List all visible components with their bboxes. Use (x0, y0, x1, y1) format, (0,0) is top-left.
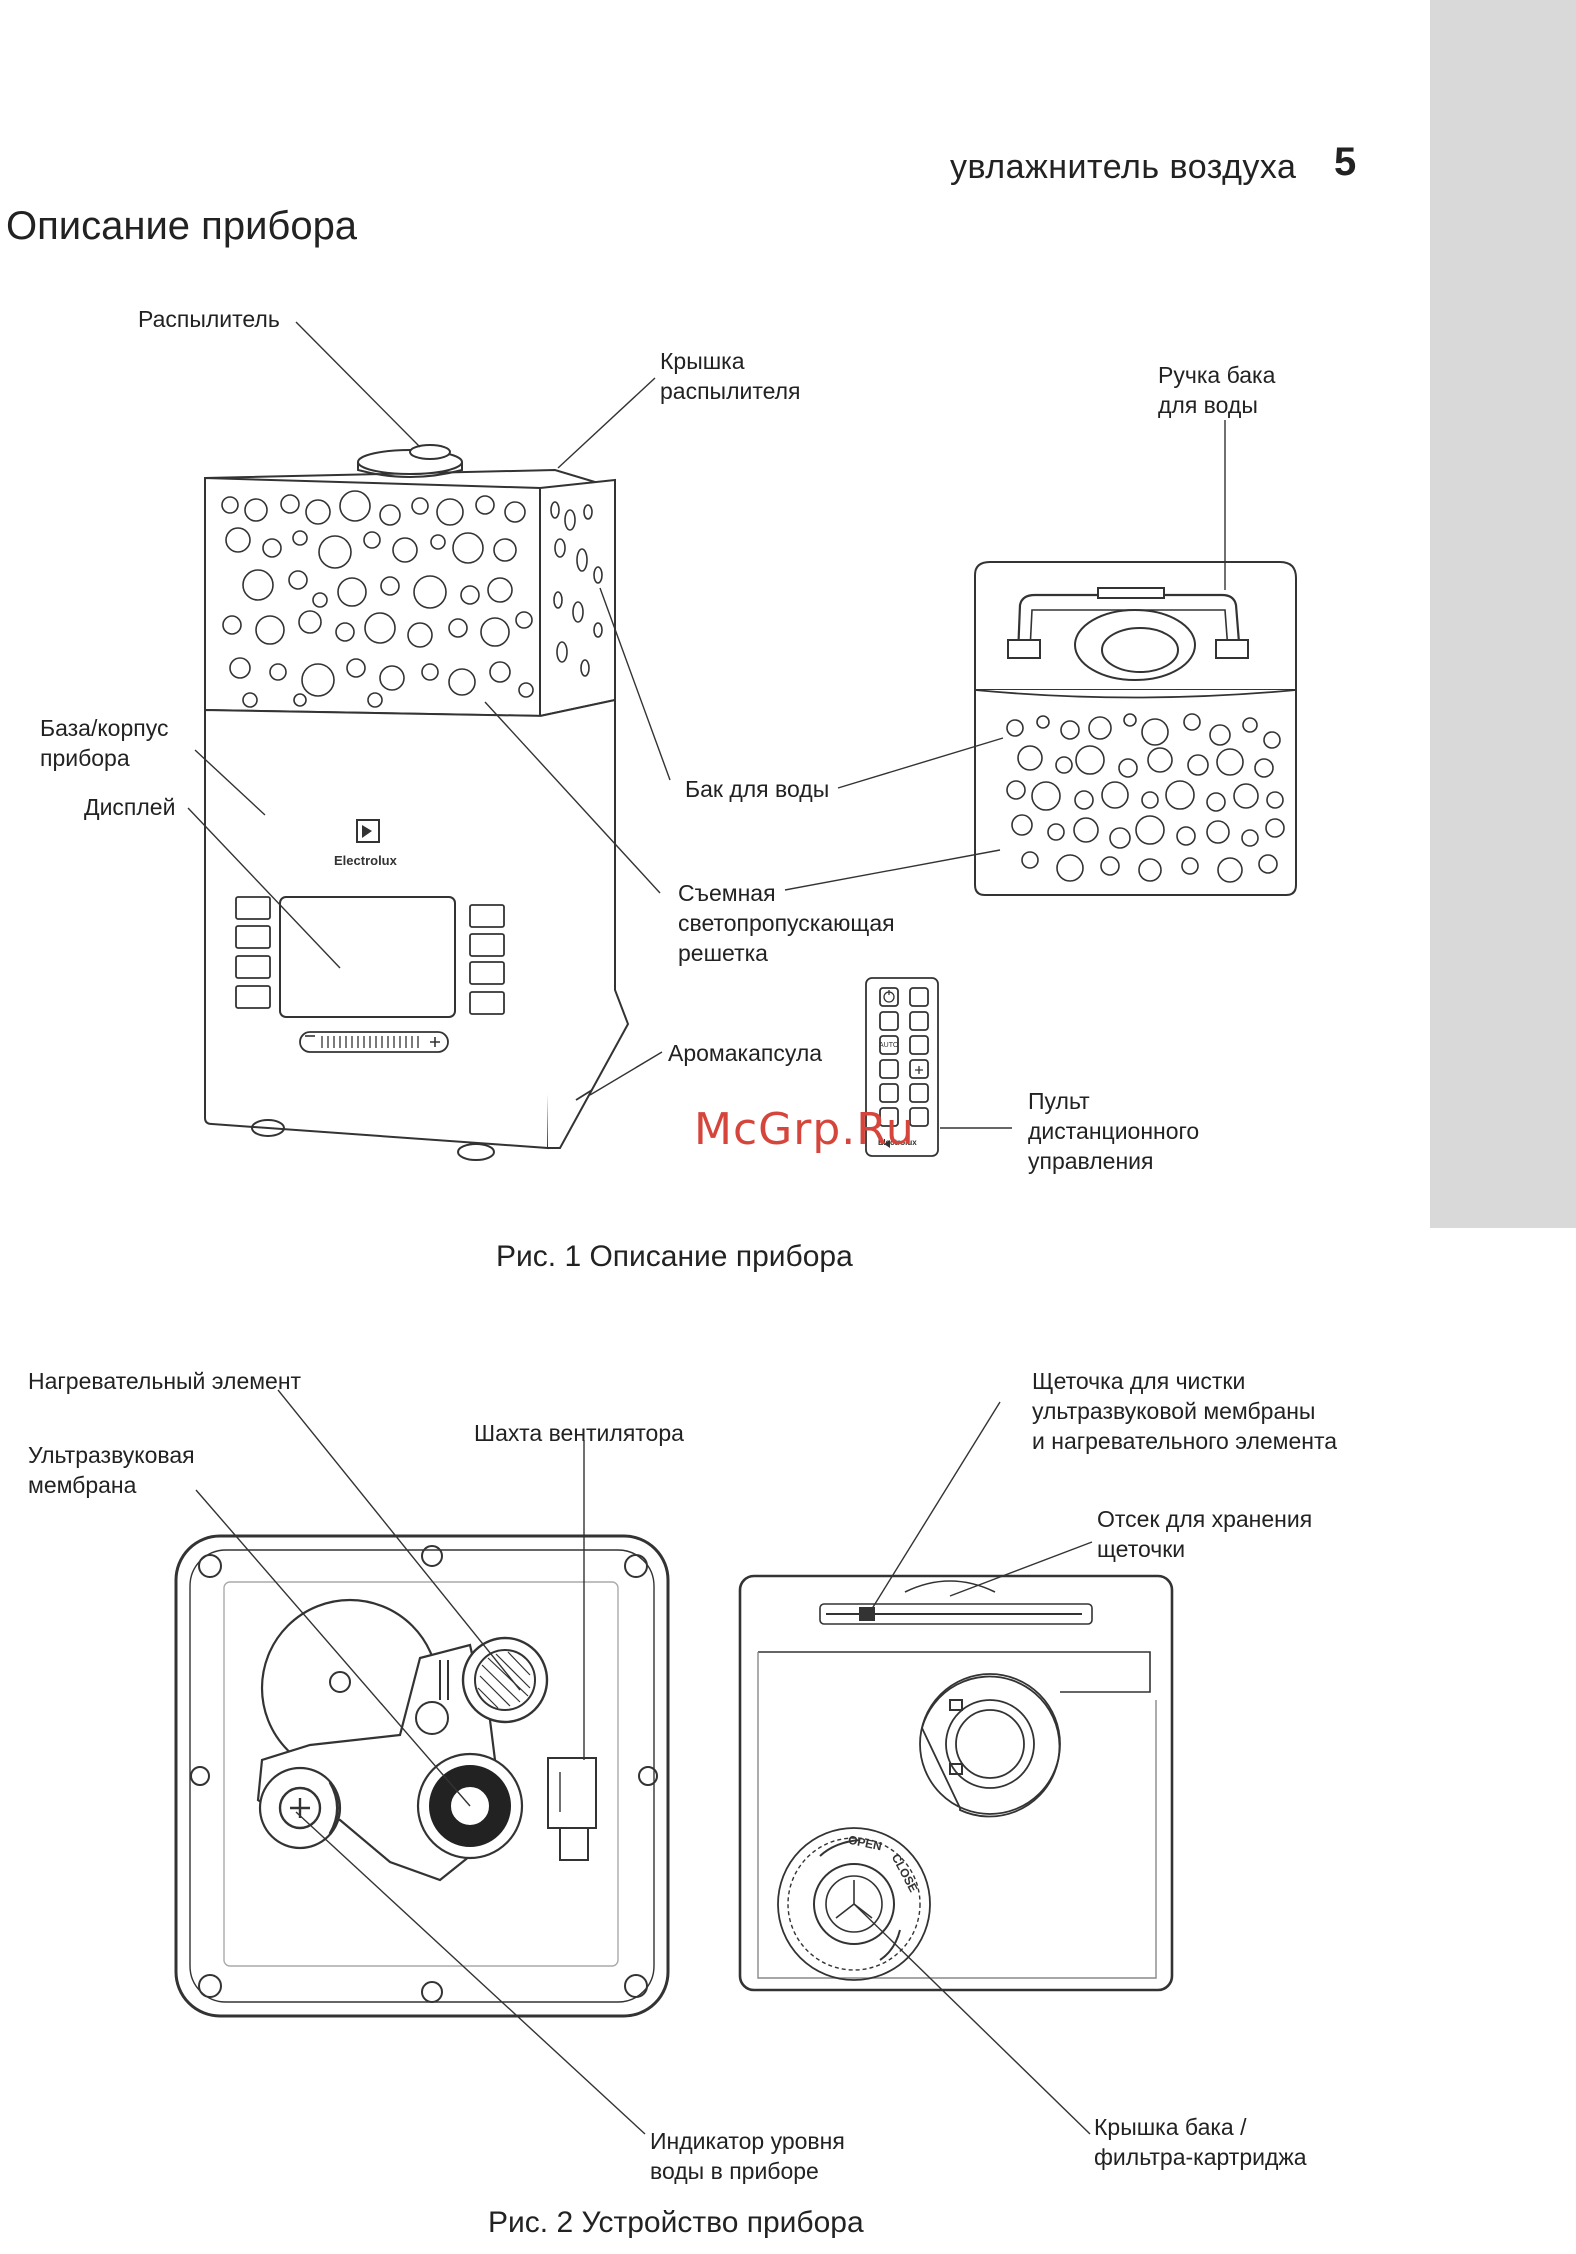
label-remote: Пульт дистанционного управления (1028, 1088, 1200, 1174)
label-brush-storage: Отсек для хранения щеточки (1097, 1506, 1313, 1562)
remote-auto-label: AUTO (879, 1042, 899, 1049)
label-tank-cap: Крышка бака / фильтра-картриджа (1094, 2114, 1307, 2170)
label-sprayer-cover: Крышка распылителя (660, 348, 801, 404)
label-display: Дисплей (84, 794, 176, 820)
label-tank-handle: Ручка бака для воды (1158, 362, 1276, 418)
label-level-indicator: Индикатор уровня воды в приборе (650, 2128, 845, 2184)
tank-bottom-view (740, 1576, 1172, 1990)
label-brush: Щеточка для чистки ультразвуковой мембра… (1032, 1368, 1338, 1454)
side-tab (1430, 0, 1576, 1228)
watermark: McGrp.Ru (694, 1104, 915, 1155)
figure1-drawing (0, 0, 1576, 1260)
label-sprayer: Распылитель (138, 306, 280, 332)
label-heater: Нагревательный элемент (28, 1368, 302, 1394)
label-fan-shaft: Шахта вентилятора (474, 1420, 684, 1446)
header-title: увлажнитель воздуха (950, 148, 1297, 186)
label-membrane: Ультразвуковая мембрана (28, 1442, 195, 1498)
label-water-tank: Бак для воды (685, 776, 830, 802)
water-tank-drawing (975, 562, 1296, 895)
page-number: 5 (1334, 140, 1357, 184)
base-top-view (176, 1536, 668, 2016)
remote-drawing (866, 978, 938, 1156)
device-brand: Electrolux (334, 853, 397, 868)
humidifier-drawing (205, 445, 628, 1160)
label-grille: Съемная светопропускающая решетка (678, 880, 895, 966)
section-title: Описание прибора (6, 204, 358, 248)
remote-brand: Electrolux (878, 1138, 917, 1147)
label-base: База/корпус прибора (40, 715, 169, 771)
figure1-caption: Рис. 1 Описание прибора (496, 1240, 853, 1273)
figure2-caption: Рис. 2 Устройство прибора (488, 2206, 864, 2239)
label-aroma: Аромакапсула (668, 1040, 823, 1066)
